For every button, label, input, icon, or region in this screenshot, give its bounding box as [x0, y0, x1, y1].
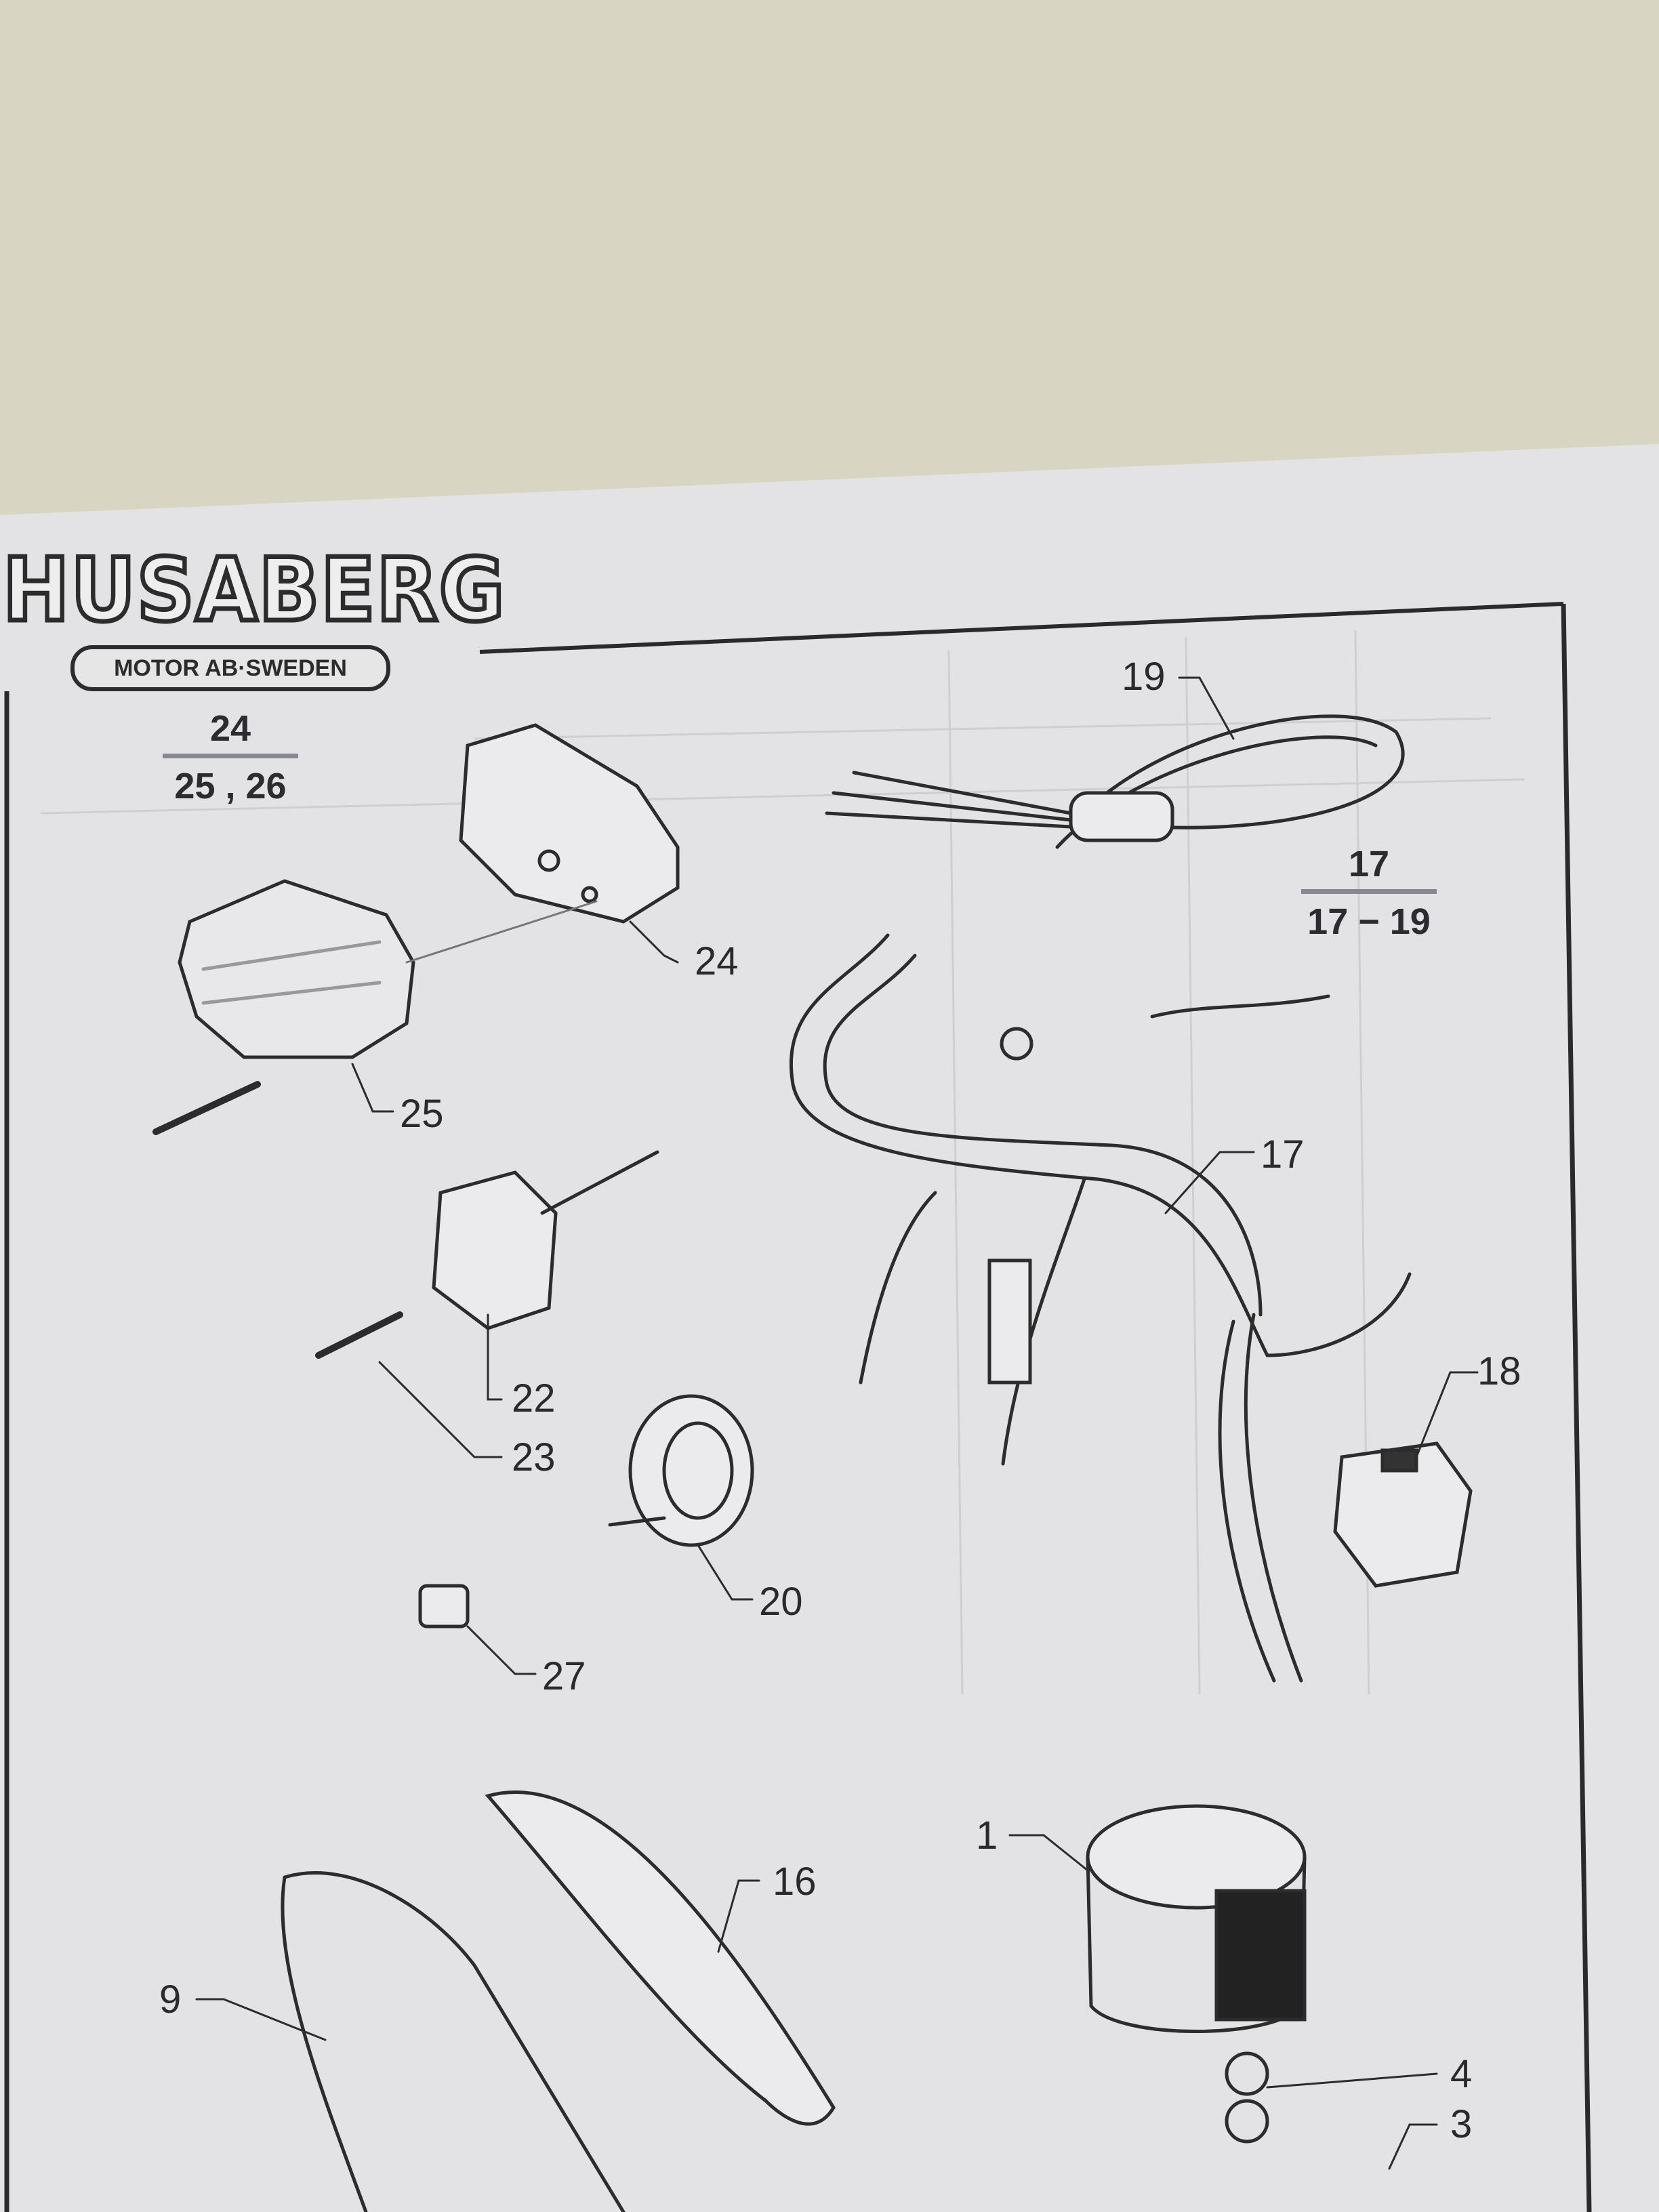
group-top: 17 — [1348, 844, 1390, 884]
logo-subtitle: MOTOR AB·SWEDEN — [70, 645, 390, 691]
tail-light-housing-24 — [459, 723, 680, 924]
callout-16: 16 — [773, 1860, 817, 1904]
callout-18: 18 — [1477, 1349, 1521, 1393]
group-top: 24 — [209, 708, 251, 749]
group-bottom: 25 , 26 — [174, 766, 287, 806]
callout-leaders — [195, 676, 1479, 2170]
callout-24: 24 — [695, 939, 739, 983]
husaberg-logo: HUSABERG — [1, 540, 507, 641]
wiring-loop-19 — [825, 714, 1405, 849]
tail-light-lens-25 — [152, 879, 598, 1135]
horn-20 — [608, 1394, 754, 1547]
callout-20: 20 — [759, 1580, 803, 1624]
callout-4: 4 — [1450, 2052, 1473, 2096]
speedometer-1 — [1086, 1804, 1307, 2144]
callout-27: 27 — [542, 1654, 586, 1698]
group-label-24: 24 25 , 26 — [142, 710, 319, 804]
callout-25: 25 — [400, 1092, 444, 1136]
callout-17: 17 — [1261, 1132, 1305, 1176]
fraction-bar — [1301, 889, 1437, 894]
callout-23: 23 — [512, 1435, 556, 1479]
bleed-through-table — [40, 630, 1525, 1695]
side-panel-9 — [281, 1871, 626, 2212]
callout-19: 19 — [1122, 655, 1166, 699]
callout-3: 3 — [1450, 2102, 1473, 2146]
group-label-17: 17 17 − 19 — [1281, 846, 1457, 940]
page-frame — [4, 602, 1592, 2212]
paper-page — [0, 444, 1659, 2212]
wiring-harness-17 — [790, 933, 1412, 1683]
mudguard-16 — [485, 1790, 836, 2126]
bulb-27 — [418, 1584, 470, 1629]
callout-9: 9 — [159, 1978, 182, 2022]
fraction-bar — [163, 754, 298, 758]
callout-1: 1 — [976, 1814, 998, 1858]
callout-22: 22 — [512, 1376, 556, 1420]
group-bottom: 17 − 19 — [1307, 901, 1431, 942]
flasher-relay-22 — [315, 1150, 659, 1359]
handlebar-switch-18 — [1333, 1441, 1473, 1588]
